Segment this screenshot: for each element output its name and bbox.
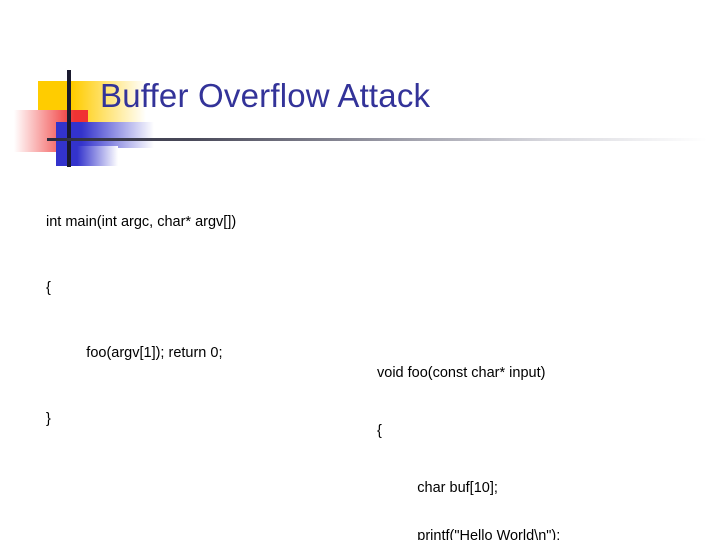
code-line: char buf[10];	[377, 480, 498, 496]
motif-blue-wide-block	[56, 122, 154, 148]
page-title: Buffer Overflow Attack	[100, 77, 431, 114]
code-block-foo: void foo(const char* input) { char buf[1…	[377, 337, 697, 540]
code-line: }	[46, 410, 51, 427]
code-line: printf("Hello World\n");	[377, 527, 561, 540]
code-line: void foo(const char* input)	[377, 365, 546, 381]
code-line: int main(int argc, char* argv[])	[46, 214, 237, 230]
motif-red-block	[14, 110, 88, 152]
motif-blue-small-block	[56, 146, 118, 166]
code-block-main: int main(int argc, char* argv[]) { foo(a…	[46, 186, 376, 455]
motif-horizontal-rule	[47, 138, 707, 141]
code-line: {	[46, 279, 51, 296]
code-line: {	[377, 422, 382, 439]
motif-vertical-rule	[67, 70, 71, 167]
code-line: foo(argv[1]); return 0;	[46, 345, 223, 361]
